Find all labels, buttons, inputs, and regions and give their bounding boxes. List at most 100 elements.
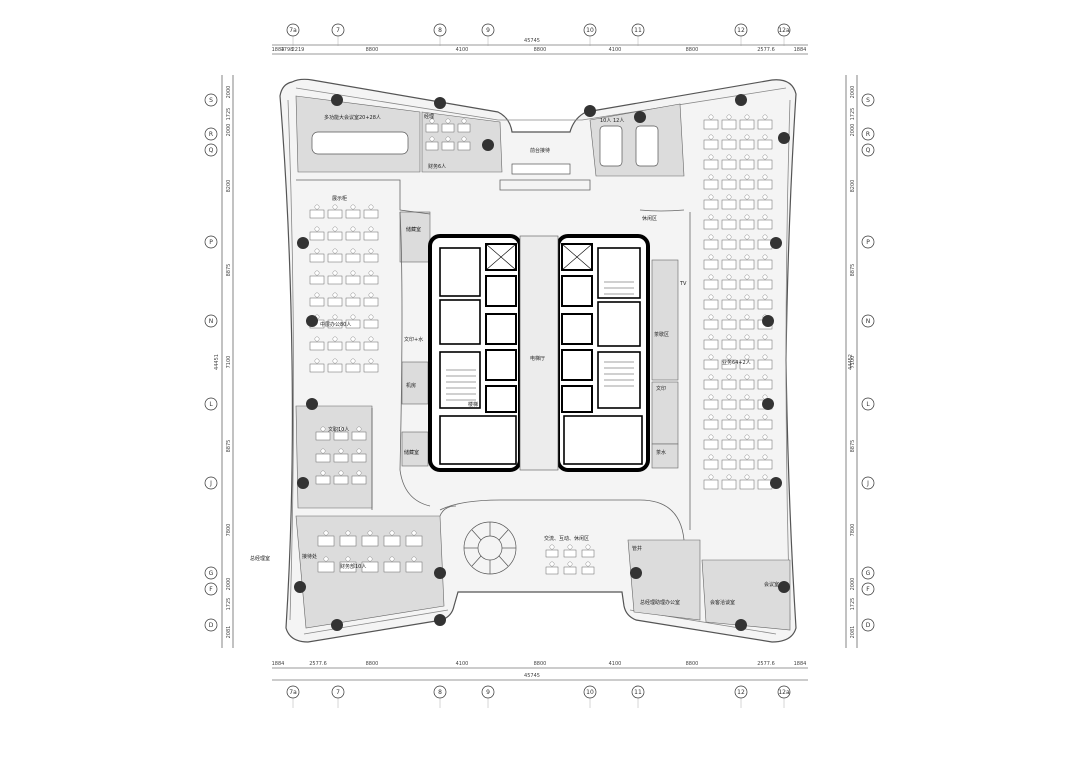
desk <box>757 199 773 210</box>
desk <box>703 239 719 250</box>
chair <box>549 544 555 550</box>
structural-column <box>735 94 747 106</box>
chair <box>762 174 768 180</box>
structural-column <box>778 132 790 144</box>
chair <box>549 561 555 567</box>
chair <box>726 134 732 140</box>
chair <box>332 248 338 254</box>
desk <box>405 535 423 547</box>
chair <box>762 154 768 160</box>
chair <box>762 454 768 460</box>
chair <box>338 448 344 454</box>
desk <box>757 339 773 350</box>
desk <box>739 419 755 430</box>
chair <box>744 174 750 180</box>
chair <box>350 358 356 364</box>
column-axis-label: 8 <box>438 27 442 34</box>
left-dimension-chain <box>221 75 234 648</box>
desk <box>363 341 379 351</box>
chair <box>726 454 732 460</box>
label-admin-assistant: 总经理助理办公室 <box>640 599 680 606</box>
desk <box>563 566 577 575</box>
chair <box>762 374 768 380</box>
column-axis-label: 12a <box>778 27 790 34</box>
desk <box>757 439 773 450</box>
desk <box>345 319 361 329</box>
chair <box>356 470 362 476</box>
chair <box>726 314 732 320</box>
desk <box>757 279 773 290</box>
chair <box>368 314 374 320</box>
desk <box>327 297 343 307</box>
chair <box>726 414 732 420</box>
desk <box>757 159 773 170</box>
structural-column <box>294 581 306 593</box>
column-axis-label: 9 <box>486 689 490 696</box>
label-machine-room: 机房 <box>406 382 416 389</box>
row-axis-label: P <box>866 239 870 246</box>
chair <box>762 194 768 200</box>
chair <box>726 274 732 280</box>
structural-column <box>306 398 318 410</box>
structural-column <box>770 237 782 249</box>
chair <box>744 474 750 480</box>
chair <box>744 274 750 280</box>
desk <box>703 199 719 210</box>
row-axis-label: L <box>209 401 213 408</box>
chair <box>368 204 374 210</box>
chair <box>708 154 714 160</box>
label-general-manager: 总经理室 <box>250 555 270 562</box>
left-dimension-value: 2081 <box>226 626 232 639</box>
desk <box>703 399 719 410</box>
desk <box>721 239 737 250</box>
label-shaft: 管井 <box>632 545 642 552</box>
chair <box>708 294 714 300</box>
desk <box>703 219 719 230</box>
desk <box>703 279 719 290</box>
row-axis-label: Q <box>866 147 871 154</box>
tv-zone <box>651 443 679 469</box>
desk <box>703 299 719 310</box>
top-dimension-value: 8800 <box>366 47 379 53</box>
chair <box>762 354 768 360</box>
label-gm-secretary: 会客洽谈室 <box>710 599 735 606</box>
desk <box>739 359 755 370</box>
partitions <box>296 179 691 541</box>
row-axis-bubble <box>204 618 218 632</box>
desk <box>721 219 737 230</box>
desk <box>739 399 755 410</box>
desk <box>703 459 719 470</box>
chair <box>461 118 467 124</box>
chair <box>332 358 338 364</box>
desk <box>757 219 773 230</box>
row-axis-bubble <box>861 127 875 141</box>
desk <box>703 439 719 450</box>
spiral-staircase <box>463 521 517 575</box>
desk <box>309 231 325 241</box>
desk <box>441 123 455 133</box>
chair <box>368 336 374 342</box>
left-dimension-value: 2000 <box>226 86 232 99</box>
chair <box>744 234 750 240</box>
structural-column <box>297 237 309 249</box>
desk <box>739 119 755 130</box>
desk <box>721 179 737 190</box>
desk <box>739 439 755 450</box>
left-dimension-value: 8875 <box>226 264 232 277</box>
desk <box>363 363 379 373</box>
label-reception-office: 接待处 <box>302 553 317 560</box>
chair <box>708 474 714 480</box>
top-dimension-value: 1798 <box>281 47 294 53</box>
desk <box>721 199 737 210</box>
structural-column <box>297 477 309 489</box>
top-total-dimension: 45745 <box>524 38 540 44</box>
row-axis-label: L <box>866 401 870 408</box>
structural-column <box>584 105 596 117</box>
desk <box>721 159 737 170</box>
row-axis-label: S <box>866 97 870 104</box>
desk <box>739 339 755 350</box>
chair <box>726 334 732 340</box>
bottom-dimension-value: 4100 <box>609 661 622 667</box>
desk <box>721 119 737 130</box>
left-dimension-value: 1725 <box>226 598 232 611</box>
